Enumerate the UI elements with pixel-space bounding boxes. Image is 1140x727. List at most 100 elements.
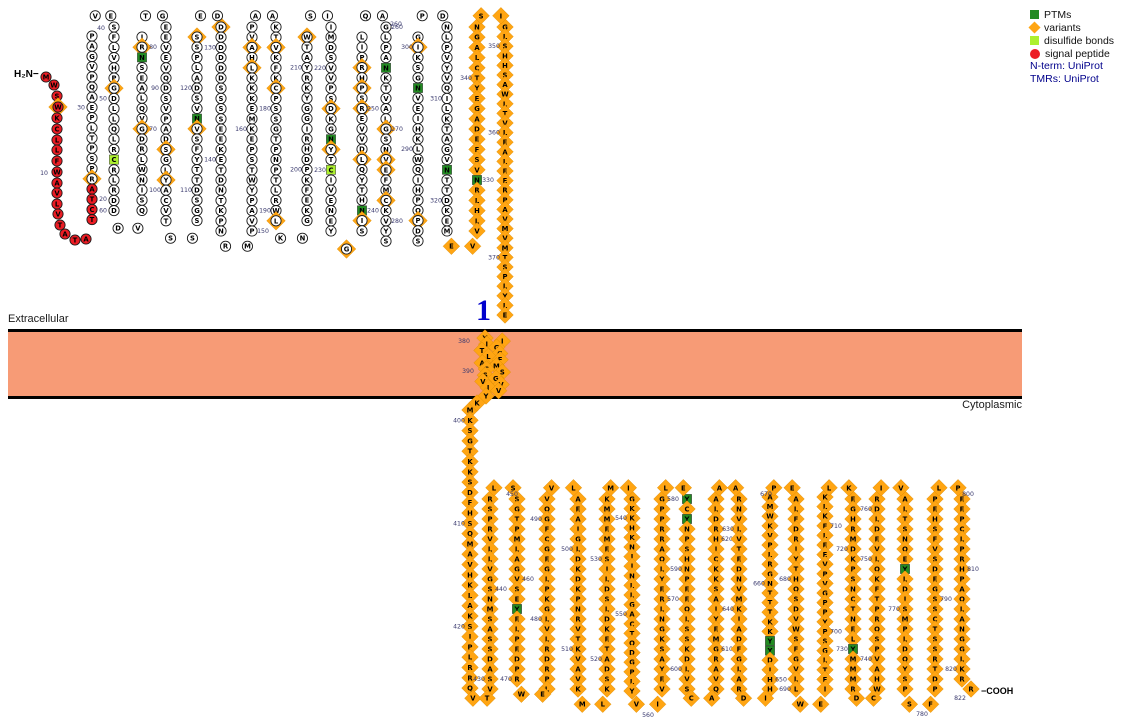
residue-letter: P: [329, 85, 334, 93]
residue-circle: [156, 10, 169, 22]
variant-diamond-icon: [461, 504, 479, 522]
variant-diamond-icon: [569, 590, 587, 608]
residue-letter: H: [415, 187, 421, 195]
residue-letter: Y: [713, 616, 719, 624]
variant-diamond-icon: [461, 463, 479, 481]
residue-letter: Y: [502, 292, 508, 300]
residue-letter: L: [660, 606, 665, 614]
residue-letter: L: [605, 606, 610, 614]
residue-letter: K: [959, 666, 965, 674]
residue-letter: S: [933, 556, 938, 564]
residue-letter: S: [685, 636, 690, 644]
residue-circle: [356, 194, 368, 206]
residue-letter: H: [415, 125, 421, 133]
variant-diamond-icon: [653, 600, 671, 618]
residue-letter: P: [685, 536, 690, 544]
residue-letter: I: [715, 606, 718, 614]
variant-diamond-icon: [623, 663, 641, 681]
residue-letter: N: [383, 64, 389, 72]
variant-diamond-icon: [481, 580, 499, 598]
residue-letter: D: [215, 12, 221, 20]
residue-letter: P: [164, 115, 169, 123]
variant-diamond-icon: [730, 620, 748, 638]
variant-diamond-icon: [787, 570, 805, 588]
residue-letter: P: [90, 165, 95, 173]
variant-diamond-icon: [602, 479, 620, 497]
residue-letter: H: [629, 524, 635, 532]
residue-letter: V: [736, 586, 742, 594]
residue-letter: L: [515, 626, 520, 634]
position-label: 290: [401, 146, 413, 153]
variant-diamond-icon: [538, 590, 556, 608]
residue-letter: K: [383, 207, 389, 215]
tm-helix-number: 1: [476, 294, 491, 327]
residue-letter: G: [767, 570, 773, 578]
residue-letter: L: [545, 686, 550, 694]
variant-diamond-icon: [756, 689, 775, 707]
variant-diamond-icon: [926, 560, 944, 578]
residue-letter: E: [198, 12, 203, 20]
residue-letter: D: [440, 12, 446, 20]
variant-diamond-icon: [761, 497, 779, 516]
residue-letter: V: [487, 686, 493, 694]
variant-diamond-icon: [730, 510, 748, 528]
residue-letter: A: [575, 496, 581, 504]
variant-diamond-icon: [496, 287, 514, 305]
position-label: 70: [149, 126, 157, 133]
variant-diamond-icon: [481, 500, 499, 518]
residue-letter: L: [274, 217, 279, 225]
residue-circle: [112, 222, 124, 234]
residue-letter: D: [741, 695, 747, 703]
variant-diamond-icon: [481, 670, 499, 688]
residue-letter: Y: [249, 187, 255, 195]
variant-diamond-icon: [496, 258, 514, 276]
variant-diamond-icon: [496, 219, 514, 238]
residue-letter: V: [194, 105, 200, 113]
variant-diamond-icon: [926, 660, 944, 678]
variant-diamond-icon: [926, 590, 944, 608]
variant-diamond-icon: [962, 680, 980, 698]
residue-letter: I: [824, 686, 827, 694]
residue-letter: A: [163, 187, 169, 195]
residue-letter: S: [219, 95, 224, 103]
position-label: 740: [860, 656, 872, 663]
residue-letter: T: [768, 590, 773, 598]
variant-diamond-icon: [787, 680, 805, 698]
variant-diamond-icon: [533, 685, 552, 703]
variant-diamond-icon: [508, 550, 526, 568]
residue-letter: E: [545, 556, 550, 564]
residue-letter: I: [577, 526, 580, 534]
residue-letter: L: [794, 676, 799, 684]
variant-diamond-icon: [485, 479, 503, 497]
residue-circle: [321, 10, 334, 22]
variant-diamond-icon: [461, 514, 479, 532]
residue-letter: V: [470, 243, 476, 251]
residue-letter: G: [659, 626, 665, 634]
variant-diamond-icon: [496, 123, 514, 142]
residue-letter: S: [503, 72, 508, 80]
residue-letter: V: [659, 686, 665, 694]
residue-letter: E: [140, 74, 145, 82]
position-label: 80: [149, 44, 157, 51]
position-label: 690: [779, 686, 791, 693]
position-label: 190: [259, 208, 271, 215]
residue-letter: M: [850, 656, 857, 664]
variant-diamond-icon: [598, 680, 616, 698]
signal-residue-circle: [54, 219, 66, 231]
residue-letter: S: [933, 526, 938, 534]
residue-letter: A: [383, 54, 389, 62]
variant-diamond-icon: [496, 229, 514, 247]
variant-diamond-icon: [623, 528, 641, 547]
residue-letter: A: [249, 207, 255, 215]
residue-letter: V: [139, 115, 145, 123]
residue-letter: V: [874, 546, 880, 554]
variant-diamond-icon: [816, 536, 834, 554]
residue-letter: A: [89, 186, 95, 194]
variant-diamond-icon: [953, 530, 971, 548]
residue-letter: S: [468, 520, 473, 528]
residue-letter: L: [515, 546, 520, 554]
variant-diamond-icon: [678, 630, 696, 648]
variant-diamond-icon: [844, 600, 862, 618]
variant-diamond-icon: [653, 620, 671, 638]
residue-letter: Q: [363, 12, 369, 20]
